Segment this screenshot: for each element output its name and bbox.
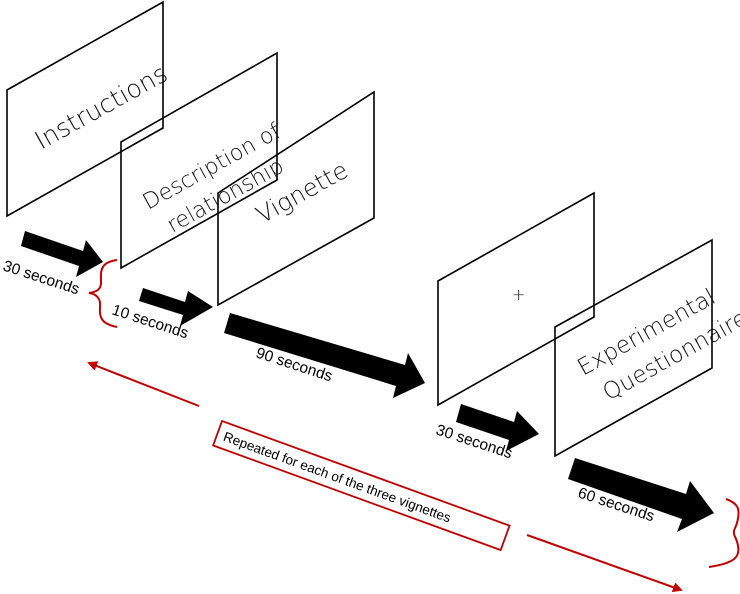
instructions-text: Instructions — [30, 59, 172, 156]
repeat-arrow-right — [526, 534, 683, 593]
repeat-label-border — [211, 419, 511, 552]
description-frame — [120, 51, 278, 270]
questionnaire-text: Experimental Questionnaire — [573, 276, 740, 411]
right-repeat-bracket — [708, 498, 740, 568]
left-repeat-bracket — [88, 259, 118, 328]
arrow-30s — [21, 231, 103, 277]
fixation-cross: + — [512, 285, 525, 304]
questionnaire-frame — [554, 238, 713, 458]
arrow-30s-second — [456, 404, 539, 451]
instructions-frame — [6, 0, 164, 218]
fixation-frame — [437, 191, 595, 407]
description-text: Description of relationship — [139, 116, 307, 244]
timing-label-1: 30 seconds — [1, 258, 82, 299]
repeat-arrow-left — [87, 361, 200, 407]
vignette-frame — [217, 90, 375, 307]
arrow-10s — [139, 288, 213, 326]
arrow-60s — [568, 458, 714, 532]
repeat-label: Repeated for each of the three vignettes — [221, 429, 453, 526]
arrow-90s — [224, 313, 425, 398]
